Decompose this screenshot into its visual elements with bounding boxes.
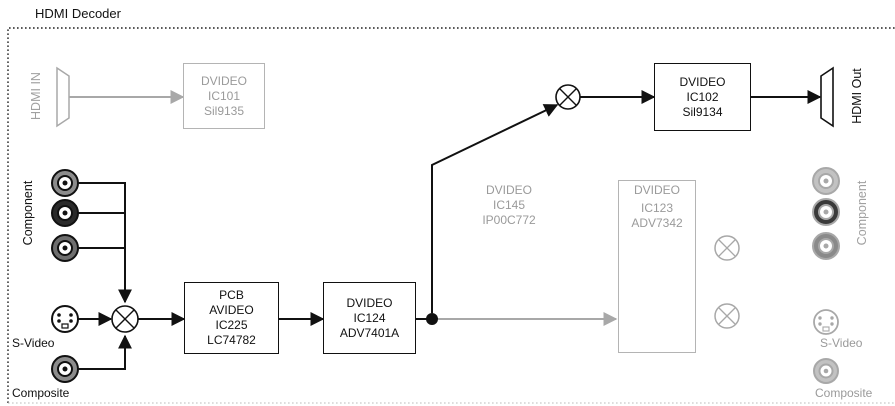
right-composite-jack-icon xyxy=(813,358,839,384)
composite-label-right: Composite xyxy=(815,386,873,400)
svideo-label-left: S-Video xyxy=(12,336,55,350)
ic102-box: DVIDEO IC102 Sil9134 xyxy=(654,63,751,131)
hdmi-out-label: HDMI Out xyxy=(850,68,864,124)
ic123-box: DVIDEO IC123 ADV7342 xyxy=(618,180,696,353)
input-switch-icon xyxy=(111,305,139,333)
node-to-output-switch-arrow xyxy=(431,104,559,313)
right-component-jack-2-icon xyxy=(812,198,840,226)
composite-label-left: Composite xyxy=(12,386,70,400)
composite-arrow xyxy=(78,334,132,370)
component-jack-2-icon xyxy=(51,199,79,227)
diagram-title: HDMI Decoder xyxy=(35,6,121,21)
svideo-jack-icon xyxy=(51,305,79,333)
component-label-right: Component xyxy=(855,180,869,246)
component-bus xyxy=(78,182,132,304)
hdmi-out-connector-icon xyxy=(820,66,834,128)
unused-switch-1-icon xyxy=(714,235,740,261)
right-component-jack-3-icon xyxy=(812,232,840,260)
right-svideo-jack-icon xyxy=(813,309,839,335)
split-node xyxy=(426,313,438,325)
right-component-jack-1-icon xyxy=(812,167,840,195)
component-jack-1-icon xyxy=(51,169,79,197)
ic225-box: PCB AVIDEO IC225 LC74782 xyxy=(184,282,279,354)
unused-switch-2-icon xyxy=(714,303,740,329)
ic124-box: DVIDEO IC124 ADV7401A xyxy=(323,282,416,354)
component-jack-3-icon xyxy=(51,234,79,262)
hdmi-in-label: HDMI IN xyxy=(29,72,43,120)
svideo-label-right: S-Video xyxy=(820,336,863,350)
composite-jack-icon xyxy=(51,355,79,383)
output-switch-icon xyxy=(555,84,581,110)
ic101-box: DVIDEO IC101 Sil9135 xyxy=(183,63,265,129)
decoder-frame xyxy=(7,27,895,403)
component-label-left: Component xyxy=(21,180,35,246)
hdmi-in-connector-icon xyxy=(56,66,70,128)
ic145-box: DVIDEO IC145 IP00C772 xyxy=(482,182,536,227)
